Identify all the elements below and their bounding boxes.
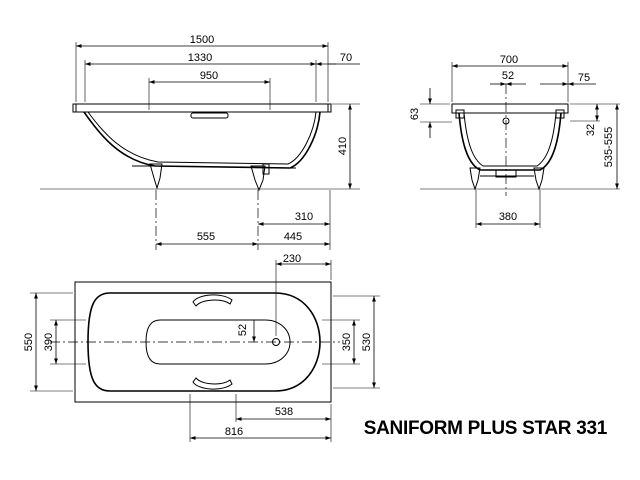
dim-75: 75 (578, 72, 590, 84)
dim-350: 350 (341, 333, 353, 351)
dim-1500: 1500 (190, 34, 214, 46)
dim-410: 410 (337, 137, 349, 155)
dim-538: 538 (275, 406, 293, 418)
dim-70: 70 (340, 52, 352, 64)
dim-535-555: 535-555 (603, 127, 615, 167)
product-title: SANIFORM PLUS STAR 331 (364, 418, 608, 439)
dim-390: 390 (43, 333, 55, 351)
dim-950: 950 (200, 70, 218, 82)
dim-445: 445 (284, 231, 302, 243)
dim-550: 550 (23, 333, 35, 351)
dim-52-end: 52 (502, 70, 514, 82)
dim-380: 380 (499, 211, 517, 223)
dim-32: 32 (585, 124, 597, 136)
side-view: 1500 1330 950 70 410 310 555 445 (40, 34, 360, 250)
dim-63: 63 (409, 108, 421, 120)
dim-816: 816 (225, 426, 243, 438)
dim-700: 700 (500, 54, 518, 66)
dim-310: 310 (295, 211, 313, 223)
side-view-tub (72, 103, 332, 192)
dim-530: 530 (361, 333, 373, 351)
end-view-tub (451, 103, 569, 191)
end-view: 700 52 75 63 32 535-555 380 (409, 54, 620, 228)
dim-230: 230 (283, 253, 301, 265)
dim-555: 555 (197, 231, 215, 243)
top-view: 230 550 390 52 350 530 538 816 (23, 253, 380, 442)
dim-52-top: 52 (237, 324, 249, 336)
dim-1330: 1330 (188, 52, 212, 64)
